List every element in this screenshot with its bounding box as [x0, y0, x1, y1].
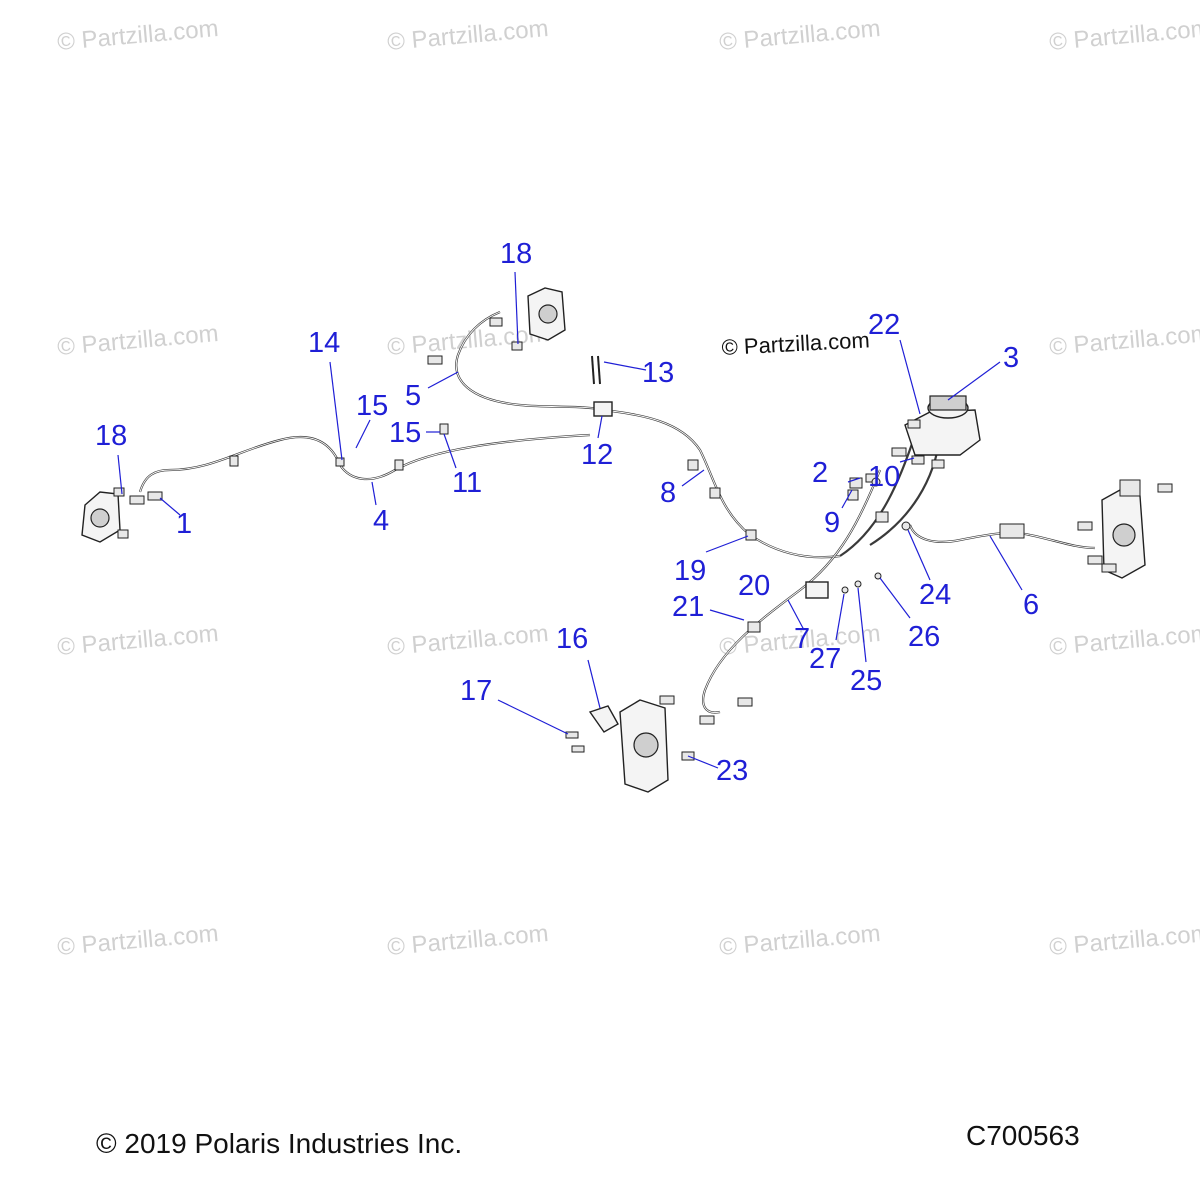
callout-19: 19 [674, 555, 706, 587]
callout-16: 16 [556, 623, 588, 655]
callout-3: 3 [1003, 342, 1019, 374]
left-caliper [81, 487, 163, 543]
callout-13: 13 [642, 357, 674, 389]
watermark: © Partzilla.com [1048, 620, 1200, 661]
callout-5: 5 [405, 380, 421, 412]
bracket-20 [805, 581, 829, 599]
bolt-13 [591, 355, 601, 385]
watermark: © Partzilla.com [56, 15, 219, 56]
watermark: © Partzilla.com [56, 620, 219, 661]
callouts: 1 2 3 4 5 6 7 8 9 10 11 12 13 14 15 15 1… [95, 238, 1039, 787]
clip-21 [747, 621, 761, 633]
watermark: © Partzilla.com [718, 920, 881, 961]
watermark-layer: © Partzilla.com © Partzilla.com © Partzi… [56, 15, 1200, 961]
inline-watermark: © Partzilla.com [721, 327, 870, 360]
callout-15a: 15 [356, 390, 388, 422]
callout-26: 26 [908, 621, 940, 653]
watermark: © Partzilla.com [386, 15, 549, 56]
callout-21: 21 [672, 591, 704, 623]
master-cylinder [849, 395, 981, 489]
callout-27: 27 [809, 643, 841, 675]
watermark: © Partzilla.com [56, 920, 219, 961]
callout-7: 7 [794, 623, 810, 655]
rear-left-caliper [427, 287, 566, 365]
callout-10: 10 [868, 461, 900, 493]
diagram-code: C700563 [966, 1120, 1080, 1151]
callout-2: 2 [812, 457, 828, 489]
brake-lines [138, 310, 1096, 714]
callout-11: 11 [452, 467, 482, 499]
callout-14: 14 [308, 327, 340, 359]
junction-block [593, 401, 613, 417]
watermark: © Partzilla.com [1048, 920, 1200, 961]
callout-15b: 15 [389, 417, 421, 449]
callout-25: 25 [850, 665, 882, 697]
callout-23: 23 [716, 755, 748, 787]
callout-18b: 18 [500, 238, 532, 270]
callout-20: 20 [738, 570, 770, 602]
small-fittings [841, 477, 911, 594]
watermark: © Partzilla.com [386, 320, 549, 361]
callout-24: 24 [919, 579, 951, 611]
watermark: © Partzilla.com [718, 15, 881, 56]
callout-17: 17 [460, 675, 492, 707]
copyright-text: © 2019 Polaris Industries Inc. [96, 1128, 463, 1159]
watermark: © Partzilla.com [1048, 15, 1200, 56]
hose-clips [229, 423, 889, 541]
callout-6: 6 [1023, 589, 1039, 621]
callout-9: 9 [824, 507, 840, 539]
leader-lines [117, 271, 1023, 769]
callout-22: 22 [868, 309, 900, 341]
callout-18a: 18 [95, 420, 127, 452]
watermark: © Partzilla.com [386, 620, 549, 661]
callout-4: 4 [373, 505, 389, 537]
lower-caliper [565, 695, 753, 793]
watermark: © Partzilla.com [1048, 320, 1200, 361]
callout-1: 1 [176, 508, 192, 540]
callout-8: 8 [660, 477, 676, 509]
right-caliper [999, 479, 1173, 579]
watermark: © Partzilla.com [56, 320, 219, 361]
watermark: © Partzilla.com [386, 920, 549, 961]
callout-12: 12 [581, 439, 613, 471]
